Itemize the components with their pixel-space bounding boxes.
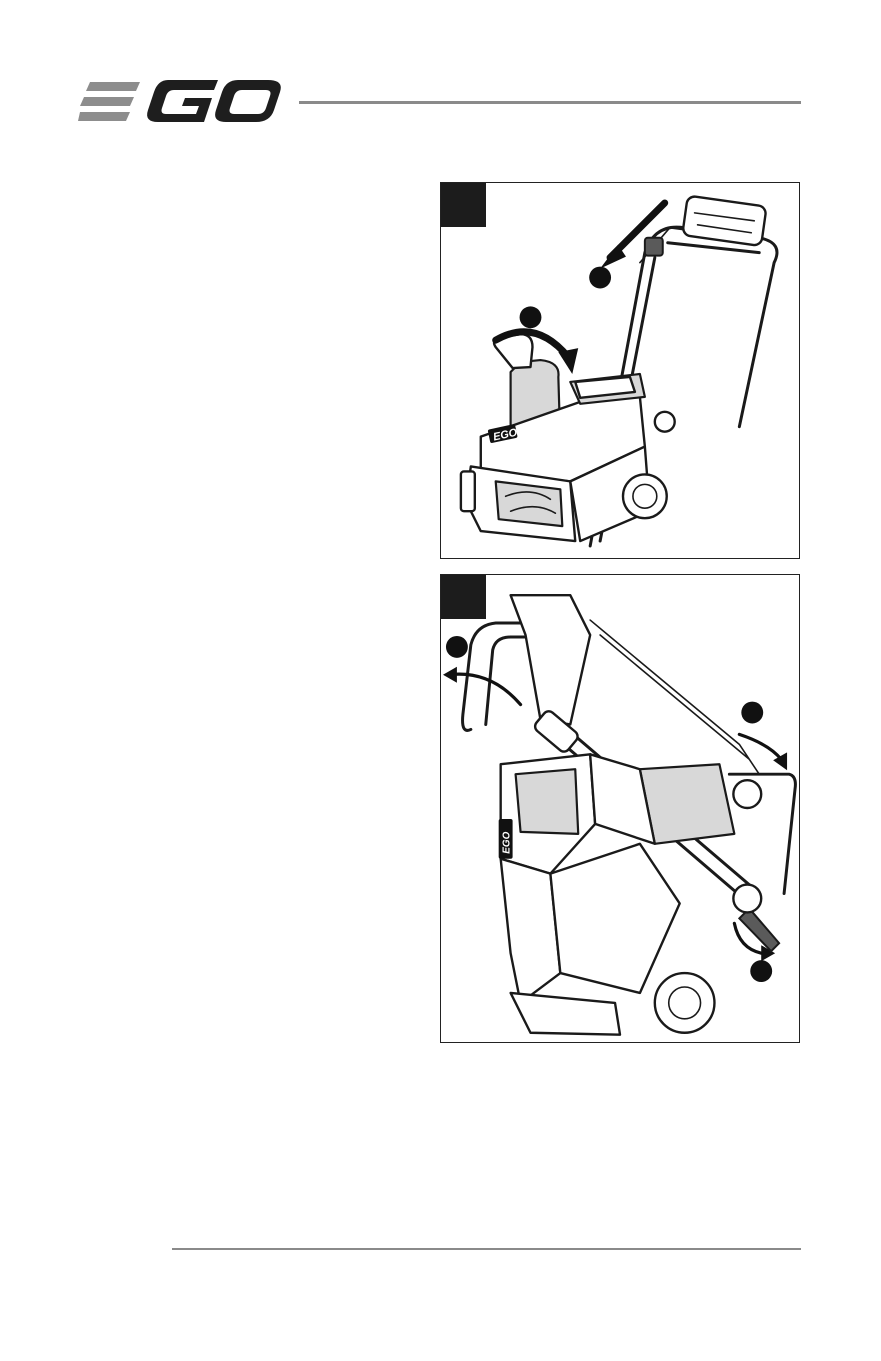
figure-a: EGO [440, 182, 800, 559]
header-rule [299, 101, 801, 104]
logo-letters [147, 80, 281, 122]
snow-blower-folded-icon: EGO [441, 575, 799, 1042]
logo-bars [78, 82, 140, 121]
ego-logo [78, 78, 282, 126]
snow-blower-icon: EGO [441, 183, 799, 558]
figure-b: EGO [440, 574, 800, 1043]
footer-rule [172, 1248, 801, 1250]
machine-label-b: EGO [502, 831, 513, 853]
